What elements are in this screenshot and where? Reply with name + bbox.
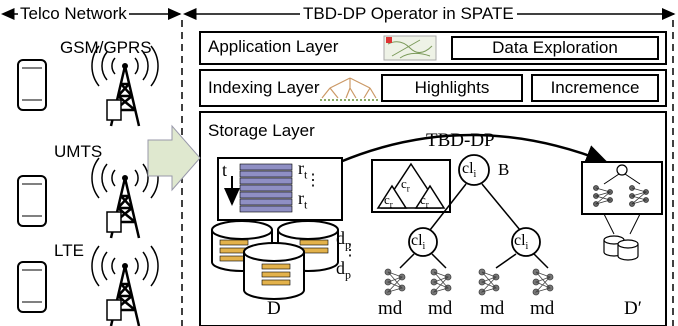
result-root-node (616, 164, 628, 176)
dataset-d-label: D (267, 298, 281, 319)
tbd-dp-curve-arrow (339, 133, 609, 164)
application-layer-label: Application Layer (208, 37, 339, 56)
cell-tower-icon (91, 157, 159, 239)
dataset-d-prime-label: D′ (624, 298, 642, 319)
storage-layer-label: Storage Layer (208, 121, 315, 140)
tree-thumbnail-icon (320, 77, 380, 101)
data-exploration-label: Data Exploration (492, 38, 618, 57)
ingest-arrow-icon (147, 124, 201, 192)
cluster-label: cr (401, 176, 410, 194)
model-network-icon (532, 268, 554, 296)
cluster-label: cr (384, 192, 393, 210)
tree-node-root (458, 154, 490, 186)
data-exploration-box (451, 36, 659, 60)
highlights-box (381, 74, 523, 102)
tree-b-label: B (498, 160, 510, 179)
model-label: md (530, 298, 555, 319)
node-label-left: cli (411, 232, 426, 253)
cluster-label: cr (420, 192, 429, 210)
operator-title: TBD-DP Operator in SPATE (300, 4, 517, 24)
model-label: md (378, 298, 403, 319)
incremence-label: Incremence (550, 78, 640, 97)
cell-tower-icon (91, 245, 159, 326)
phone-icon (17, 175, 47, 227)
database-cylinder-icon (243, 242, 305, 300)
cluster-triangle-icon (376, 184, 408, 209)
phone-icon (17, 261, 47, 313)
result-database-icon (603, 235, 639, 261)
network-label-umts: UMTS (54, 142, 103, 161)
indexing-layer-label: Indexing Layer (208, 78, 320, 97)
model-network-icon (593, 185, 613, 207)
model-network-icon (384, 268, 406, 296)
tree-node-right (511, 227, 541, 257)
time-label: t (222, 160, 228, 180)
cluster-triangle-icon (414, 184, 446, 209)
tree-edges (399, 183, 549, 269)
partition-label-bottom: dp (336, 258, 351, 282)
map-thumbnail-icon (383, 35, 437, 61)
node-label-root: cli (462, 160, 477, 181)
partition-label-top: dp (336, 228, 351, 252)
cell-tower-icon (91, 45, 159, 127)
model-label: md (480, 298, 505, 319)
record-bars (239, 163, 293, 213)
model-label: md (428, 298, 453, 319)
tree-node-left (408, 227, 438, 257)
highlights-label: Highlights (414, 78, 490, 97)
tbd-dp-label: TBD-DP (426, 130, 495, 151)
node-label-right: cli (514, 232, 529, 253)
network-label-lte: LTE (54, 241, 84, 260)
model-network-icon (629, 185, 649, 207)
record-label-bottom: rt (298, 188, 308, 212)
phone-icon (17, 59, 47, 111)
incremence-box (531, 74, 659, 102)
record-dots: ⋮ (305, 172, 321, 189)
partition-dots: ⋮ (342, 242, 358, 259)
telco-network-title: Telco Network (18, 4, 129, 24)
network-label-gsm: GSM/GPRS (60, 38, 152, 57)
model-network-icon (478, 268, 500, 296)
record-label-top: rt (298, 158, 308, 182)
model-network-icon (430, 268, 452, 296)
